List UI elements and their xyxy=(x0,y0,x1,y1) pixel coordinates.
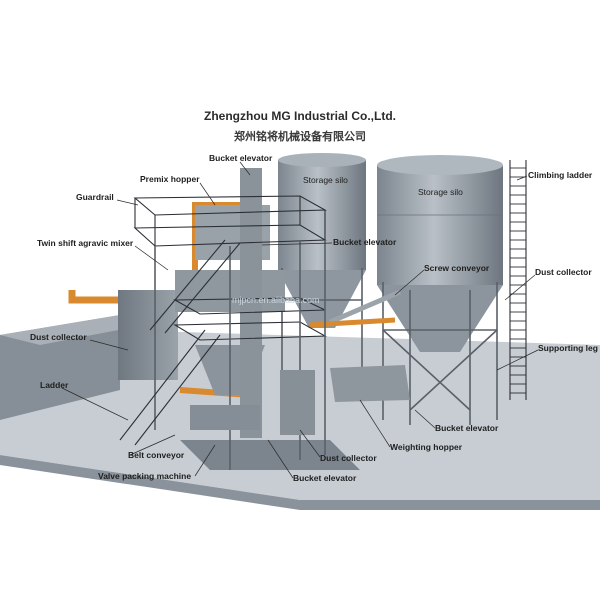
label-bucket-elevator-right: Bucket elevator xyxy=(435,423,499,433)
label-belt-conveyor: Belt conveyor xyxy=(128,450,185,460)
base-plinth xyxy=(180,440,360,470)
label-climbing-ladder: Climbing ladder xyxy=(528,170,593,180)
label-ladder: Ladder xyxy=(40,380,69,390)
storage-silo-left-label: Storage silo xyxy=(303,175,348,185)
label-twin-shift-mixer: Twin shift agravic mixer xyxy=(37,238,134,248)
company-title-cn: 郑州铭将机械设备有限公司 xyxy=(234,131,366,143)
label-dust-collector-bottom: Dust collector xyxy=(320,453,377,463)
label-bucket-elevator-mid: Bucket elevator xyxy=(333,237,397,247)
label-screw-conveyor: Screw conveyor xyxy=(424,263,490,273)
storage-silo-right: Storage silo xyxy=(377,155,503,425)
watermark-text: mjpcn.en.alibaba.com xyxy=(232,295,320,305)
label-bucket-elevator-bottom: Bucket elevator xyxy=(293,473,357,483)
label-bucket-elevator-top: Bucket elevator xyxy=(209,153,273,163)
label-guardrail: Guardrail xyxy=(76,192,114,202)
label-valve-packing-machine: Valve packing machine xyxy=(98,471,191,481)
main-tower xyxy=(118,168,410,470)
callout-labels: Bucket elevator Premix hopper Guardrail … xyxy=(30,153,598,483)
company-title-en: Zhengzhou MG Industrial Co.,Ltd. xyxy=(204,109,396,123)
screw-conveyor xyxy=(329,289,401,325)
label-dust-collector-right: Dust collector xyxy=(535,267,592,277)
callout-leaders xyxy=(61,161,539,479)
label-weighing-hopper: Weighting hopper xyxy=(390,442,463,452)
climbing-ladder xyxy=(509,160,527,400)
label-dust-collector-left: Dust collector xyxy=(30,332,87,342)
storage-silo-right-label: Storage silo xyxy=(418,187,463,197)
label-premix-hopper: Premix hopper xyxy=(140,174,200,184)
label-supporting-leg: Supporting leg xyxy=(538,343,598,353)
storage-silo-left: Storage silo xyxy=(278,153,366,392)
